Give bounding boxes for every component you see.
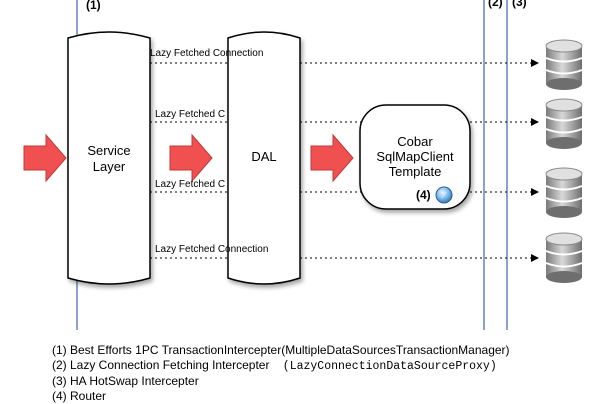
legend-item-2-text: (2) Lazy Connection Fetching Intercepter — [52, 358, 270, 372]
marker-2: (2) — [488, 0, 503, 9]
connection-label-3: Lazy Fetched C — [155, 179, 225, 190]
legend: (1) Best Efforts 1PC TransactionIntercep… — [52, 343, 600, 404]
marker-3: (3) — [512, 0, 527, 9]
legend-item-2: (2) Lazy Connection Fetching Intercepter… — [52, 358, 600, 374]
database-icon — [545, 39, 583, 90]
database-icon — [545, 98, 583, 149]
flow-arrow-2 — [169, 133, 213, 183]
connection-label-4: Lazy Fetched Connection — [155, 244, 268, 255]
template-label-3: Template — [389, 164, 442, 179]
database-icon — [545, 232, 583, 283]
architecture-diagram: (1) (2) (3) Service Layer DAL Cobar SqlM… — [23, 0, 583, 330]
database-icon — [545, 167, 583, 218]
service-layer-label-1: Service — [87, 143, 130, 158]
flow-arrow-3 — [310, 133, 354, 183]
marker-4: (4) — [416, 188, 431, 202]
connection-label-2: Lazy Fetched C — [155, 109, 225, 120]
service-layer-node — [67, 31, 151, 285]
marker-1: (1) — [86, 0, 101, 12]
legend-item-3: (3) HA HotSwap Intercepter — [52, 374, 199, 388]
router-compass-icon — [435, 186, 453, 204]
dal-node — [227, 31, 301, 285]
service-layer-label-2: Layer — [93, 159, 126, 174]
dal-label: DAL — [251, 149, 276, 164]
template-label-2: SqlMapClient — [376, 149, 454, 164]
connection-label-1: Lazy Fetched Connection — [150, 48, 263, 59]
flow-arrow-1 — [23, 133, 67, 183]
legend-item-1: (1) Best Efforts 1PC TransactionIntercep… — [52, 343, 510, 357]
legend-item-2-code: (LazyConnectionDataSourceProxy) — [282, 360, 497, 373]
legend-item-4: (4) Router — [52, 389, 107, 403]
template-node — [359, 104, 471, 210]
template-label-1: Cobar — [397, 134, 433, 149]
